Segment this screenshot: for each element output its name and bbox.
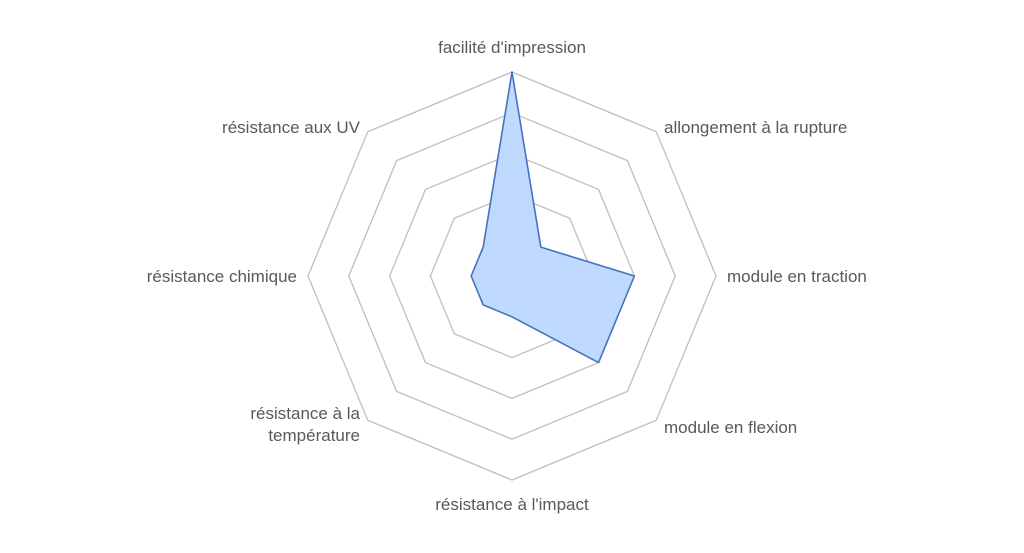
axis-label: module en traction: [727, 267, 867, 286]
axis-label: allongement à la rupture: [664, 118, 847, 137]
axis-label: facilité d'impression: [438, 38, 586, 57]
grid-ring-5: [307, 71, 717, 481]
grid-ring-4: [348, 112, 676, 440]
axis-label: résistance aux UV: [222, 118, 361, 137]
grid-ring-3: [388, 152, 636, 400]
axis-label: module en flexion: [664, 418, 797, 437]
axis-label: résistance à l'impact: [435, 495, 589, 514]
series-area-0: [470, 71, 636, 364]
grid-ring-2: [429, 193, 595, 359]
axis-label: résistance chimique: [147, 267, 297, 286]
